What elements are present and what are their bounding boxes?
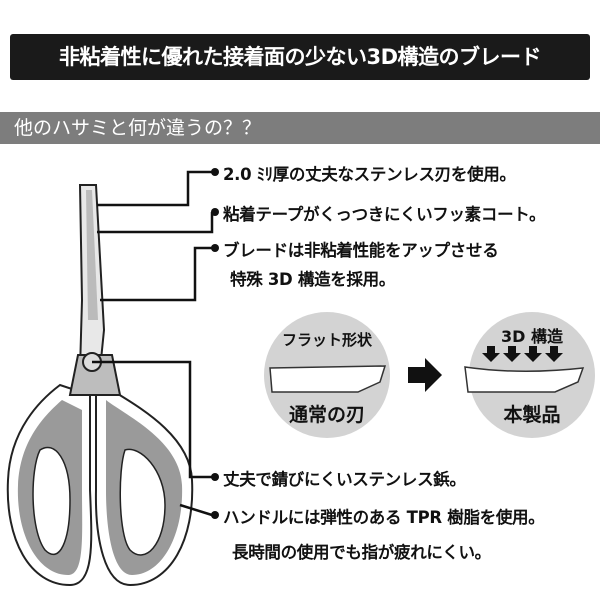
subheader-banner: 他のハサミと何が違うの？？ xyxy=(0,112,600,144)
header-banner: 非粘着性に優れた接着面の少ない3D構造のブレード xyxy=(10,34,590,80)
this-product-label: 本製品 xyxy=(503,404,561,426)
3d-structure-label: 3D 構造 xyxy=(501,327,563,346)
scissors xyxy=(6,184,194,587)
pressure-arrows-icon xyxy=(482,346,563,362)
feature-3d-structure-line2: 特殊 3D 構造を採用。 xyxy=(230,270,396,289)
feature-handle-line2: 長時間の使用でも指が疲れにくい。 xyxy=(232,543,491,562)
3d-blade-shape xyxy=(464,366,585,393)
normal-blade-label: 通常の刃 xyxy=(288,404,365,426)
feature-fluorine-coat: 粘着テープがくっつきにくいフッ素コート。 xyxy=(223,205,546,224)
feature-blade-thickness: 2.0 ﾐﾘ厚の丈夫なステンレス刃を使用。 xyxy=(223,165,516,184)
callout-bullets xyxy=(211,168,219,519)
callout-lines xyxy=(92,170,214,517)
feature-handle: ハンドルには弾性のある TPR 樹脂を使用。 xyxy=(223,508,545,527)
flat-blade-shape xyxy=(269,365,387,393)
feature-rivet: 丈夫で錆びにくいステンレス鋲。 xyxy=(223,470,466,489)
flat-shape-label: フラット形状 xyxy=(281,331,372,349)
arrow-right-icon xyxy=(408,358,442,392)
feature-3d-structure: ブレードは非粘着性能をアップさせる xyxy=(223,241,499,260)
